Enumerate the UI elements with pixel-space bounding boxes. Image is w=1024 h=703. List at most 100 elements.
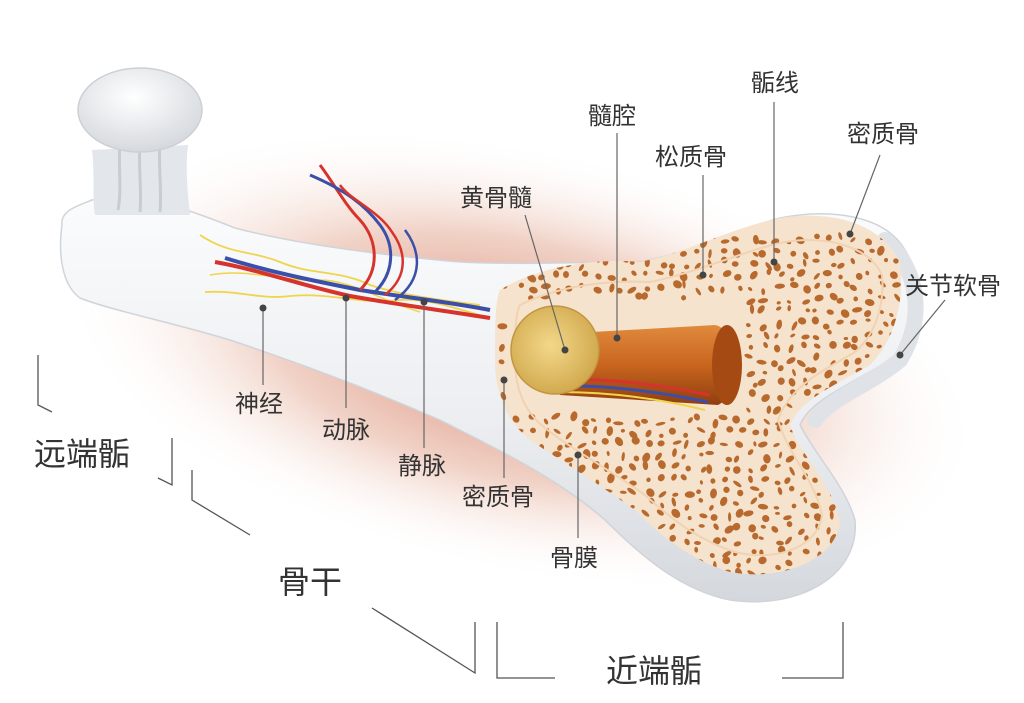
spongy-hole — [786, 263, 794, 269]
spongy-hole — [701, 466, 707, 473]
spongy-hole — [620, 474, 628, 480]
spongy-hole — [748, 389, 756, 397]
region-brackets — [37, 355, 844, 679]
spongy-hole — [814, 233, 820, 240]
spongy-hole — [595, 479, 600, 485]
spongy-hole — [905, 582, 910, 588]
spongy-hole — [809, 367, 817, 374]
spongy-hole — [735, 567, 743, 575]
spongy-hole — [752, 251, 759, 257]
spongy-hole — [746, 557, 751, 564]
spongy-hole — [777, 395, 784, 402]
spongy-hole — [671, 473, 677, 481]
spongy-hole — [853, 296, 859, 302]
spongy-hole — [684, 491, 695, 498]
spongy-hole — [614, 436, 624, 447]
spongy-hole — [776, 319, 783, 330]
spongy-hole — [657, 283, 665, 291]
spongy-hole — [752, 382, 758, 388]
spongy-hole — [758, 536, 764, 540]
spongy-hole — [867, 288, 873, 295]
spongy-hole — [735, 508, 744, 518]
spongy-hole — [788, 344, 794, 354]
spongy-hole — [566, 585, 572, 591]
spongy-hole — [802, 258, 807, 267]
spongy-hole — [864, 353, 870, 359]
spongy-hole — [773, 506, 780, 510]
spongy-hole — [719, 442, 728, 447]
spongy-hole — [627, 487, 636, 495]
spongy-hole — [718, 414, 728, 421]
spongy-hole — [721, 537, 727, 542]
spongy-hole — [621, 452, 625, 462]
spongy-hole — [750, 260, 759, 267]
spongy-hole — [696, 489, 702, 495]
spongy-hole — [712, 418, 719, 429]
spongy-hole — [607, 473, 615, 484]
spongy-hole — [840, 309, 850, 318]
spongy-hole — [646, 440, 654, 447]
spongy-hole — [865, 318, 871, 322]
spongy-hole — [609, 283, 615, 293]
spongy-hole — [877, 245, 885, 256]
spongy-hole — [749, 304, 755, 314]
spongy-hole — [696, 441, 705, 448]
spongy-hole — [837, 262, 845, 269]
spongy-hole — [838, 274, 843, 280]
spongy-hole — [733, 541, 742, 547]
spongy-hole — [713, 523, 719, 530]
spongy-hole — [785, 536, 792, 545]
spongy-hole — [815, 250, 820, 255]
spongy-hole — [852, 307, 863, 313]
spongy-hole — [724, 466, 731, 472]
spongy-hole — [725, 456, 733, 463]
spongy-hole — [498, 359, 505, 365]
spongy-hole — [792, 368, 796, 377]
spongy-hole — [706, 464, 713, 474]
spongy-hole — [758, 491, 764, 498]
spongy-hole — [804, 535, 809, 541]
spongy-hole — [553, 428, 561, 435]
spongy-hole — [850, 237, 856, 243]
spongy-hole — [815, 537, 820, 546]
spongy-hole — [812, 308, 817, 313]
yellow-marrow — [510, 305, 600, 395]
spongy-hole — [785, 559, 793, 567]
spongy-hole — [722, 270, 732, 278]
spongy-hole — [850, 257, 856, 265]
spongy-hole — [814, 282, 821, 289]
spongy-hole — [670, 417, 675, 421]
spongy-hole — [773, 247, 781, 254]
spongy-hole — [542, 585, 548, 591]
spongy-hole — [660, 262, 668, 269]
spongy-hole — [855, 272, 863, 280]
spongy-hole — [763, 418, 770, 425]
spongy-hole — [616, 287, 623, 294]
spongy-hole — [500, 581, 509, 588]
spongy-hole — [801, 341, 807, 349]
spongy-hole — [878, 582, 884, 590]
spongy-hole — [836, 319, 844, 325]
spongy-hole — [816, 492, 821, 496]
label-diaphysis: 骨干 — [278, 563, 342, 601]
spongy-hole — [657, 474, 665, 482]
spongy-hole — [719, 496, 728, 507]
label-proximal-epiphysis: 近端骺 — [606, 652, 702, 690]
spongy-hole — [778, 451, 783, 459]
spongy-hole — [814, 294, 824, 302]
spongy-hole — [869, 248, 875, 253]
spongy-hole — [529, 286, 538, 294]
spongy-hole — [774, 333, 779, 339]
spongy-hole — [797, 317, 807, 325]
spongy-hole — [883, 321, 889, 327]
spongy-hole — [709, 504, 714, 511]
spongy-hole — [775, 564, 781, 571]
spongy-hole — [699, 513, 708, 519]
spongy-hole — [744, 353, 753, 359]
spongy-hole — [786, 300, 792, 304]
spongy-hole — [657, 460, 666, 470]
spongy-hole — [671, 462, 680, 469]
spongy-hole — [684, 264, 690, 270]
spongy-hole — [890, 557, 895, 564]
